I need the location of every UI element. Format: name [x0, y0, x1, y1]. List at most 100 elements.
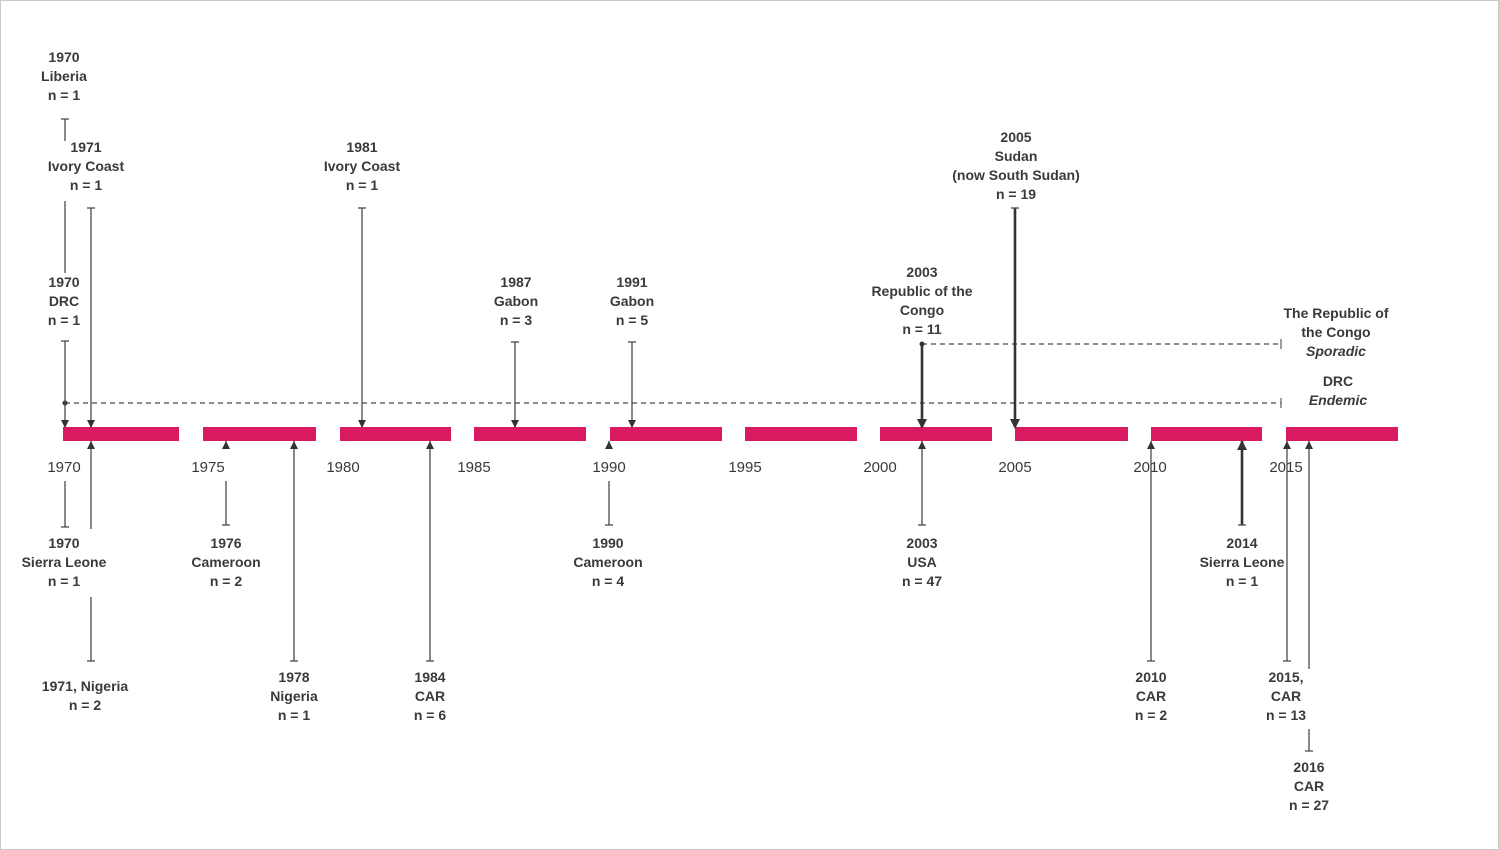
event-count: n = 1: [47, 312, 81, 328]
event-2016-car: 2016 CAR n = 27: [1289, 758, 1329, 815]
arrowhead-2003-usa: [918, 441, 926, 449]
event-count: n = 47: [901, 573, 943, 589]
arrowhead-2016: [1305, 441, 1313, 449]
event-1991-gabon: 1991 Gabon n = 5: [610, 273, 654, 330]
event-country: CAR: [1270, 688, 1302, 704]
arrowhead-1978: [290, 441, 298, 449]
connectors-lower: [61, 440, 1313, 752]
event-year-country: 1971, Nigeria: [41, 678, 129, 694]
event-country: Sierra Leone: [1199, 554, 1285, 570]
bar-segment-2005: [1015, 427, 1128, 441]
event-1970-drc: 1970 DRC n = 1: [48, 273, 80, 330]
event-count: n = 5: [615, 312, 649, 328]
event-2014-sierra-leone: 2014 Sierra Leone n = 1: [1200, 534, 1285, 591]
bar-segment-1980: [340, 427, 451, 441]
event-year: 2003: [906, 264, 938, 280]
arrowhead-1981: [358, 420, 366, 428]
event-2005-sudan: 2005 Sudan (now South Sudan) n = 19: [952, 128, 1080, 204]
event-year: 1970: [48, 535, 80, 551]
legend-drc-line1: DRC: [1322, 373, 1354, 389]
event-1970-sierra-leone: 1970 Sierra Leone n = 1: [22, 534, 107, 591]
arrowhead-1984: [426, 441, 434, 449]
event-year: 1978: [278, 669, 310, 685]
arrowhead-2003-roc: [917, 419, 927, 429]
arrowhead-2015: [1283, 441, 1291, 449]
event-country: Gabon: [493, 293, 539, 309]
event-country: Ivory Coast: [47, 158, 125, 174]
tick-label-2005: 2005: [998, 459, 1031, 476]
bar-segment-1970: [63, 427, 179, 441]
event-country: USA: [907, 554, 937, 570]
bar-segment-1985: [474, 427, 586, 441]
tick-label-1970: 1970: [47, 459, 80, 476]
bar-segment-1990: [610, 427, 722, 441]
event-count: n = 6: [413, 707, 447, 723]
tick-label-1995: 1995: [728, 459, 761, 476]
event-count: n = 1: [277, 707, 311, 723]
event-country: CAR: [414, 688, 446, 704]
tick-label-2000: 2000: [863, 459, 896, 476]
event-count: n = 11: [902, 321, 942, 337]
event-country: Sudan: [994, 148, 1038, 164]
arrowhead-1971-ivory-coast: [87, 420, 95, 428]
event-year: 1981: [346, 139, 378, 155]
event-country: Ivory Coast: [323, 158, 401, 174]
arrowhead-2010: [1147, 441, 1155, 449]
event-country-note: (now South Sudan): [952, 167, 1080, 183]
connectors-upper: [61, 118, 1020, 429]
arrowhead-1987: [511, 420, 519, 428]
event-country: Sierra Leone: [21, 554, 107, 570]
arrowhead-1990: [605, 441, 613, 449]
legend-drc-endemic: DRC Endemic: [1309, 372, 1367, 410]
event-count: n = 2: [209, 573, 243, 589]
arrowhead-1976: [222, 441, 230, 449]
event-country: Gabon: [609, 293, 655, 309]
event-count: n = 1: [345, 177, 379, 193]
event-year: 2015,: [1268, 669, 1304, 685]
tick-label-1985: 1985: [457, 459, 490, 476]
legend-roc-status: Sporadic: [1306, 343, 1366, 359]
event-year: 2010: [1135, 669, 1167, 685]
event-year: 1970: [48, 274, 80, 290]
tick-label-1975: 1975: [191, 459, 224, 476]
range-lines: [62, 339, 1282, 408]
bar-segment-2000: [880, 427, 992, 441]
event-1976-cameroon: 1976 Cameroon n = 2: [191, 534, 260, 591]
tick-label-1980: 1980: [326, 459, 359, 476]
event-year: 1987: [500, 274, 532, 290]
event-1981-ivory-coast: 1981 Ivory Coast n = 1: [324, 138, 400, 195]
legend-roc-line1: The Republic of: [1283, 305, 1389, 321]
event-1987-gabon: 1987 Gabon n = 3: [494, 273, 538, 330]
event-count: n = 19: [995, 186, 1037, 202]
tick-label-2010: 2010: [1133, 459, 1166, 476]
event-2003-usa: 2003 USA n = 47: [902, 534, 942, 591]
event-country-cont: Congo: [899, 302, 945, 318]
bar-segment-2010: [1151, 427, 1262, 441]
event-2015-car: 2015, CAR n = 13: [1266, 668, 1306, 725]
event-year: 1971: [70, 139, 102, 155]
event-1990-cameroon: 1990 Cameroon n = 4: [573, 534, 642, 591]
event-country: DRC: [48, 293, 80, 309]
bar-segment-1975: [203, 427, 316, 441]
bar-segment-2015: [1286, 427, 1398, 441]
event-country: CAR: [1135, 688, 1167, 704]
event-year: 1984: [414, 669, 446, 685]
legend-drc-status: Endemic: [1308, 392, 1368, 408]
arrowhead-1971-nigeria: [87, 441, 95, 449]
event-year: 2003: [906, 535, 938, 551]
event-year: 1970: [48, 49, 80, 65]
event-year: 2005: [1000, 129, 1032, 145]
arrowhead-1991: [628, 420, 636, 428]
event-country: Liberia: [41, 68, 87, 84]
legend-roc-sporadic: The Republic of the Congo Sporadic: [1284, 304, 1389, 361]
year-labels: 1970 1975 1980 1985 1990 1995 2000 2005 …: [47, 459, 1302, 476]
event-country: CAR: [1293, 778, 1325, 794]
bar-segment-1995: [745, 427, 857, 441]
event-count: n = 1: [47, 573, 81, 589]
event-1978-nigeria: 1978 Nigeria n = 1: [270, 668, 317, 725]
event-1970-liberia: 1970 Liberia n = 1: [41, 48, 87, 105]
event-country: Nigeria: [270, 688, 318, 704]
event-2003-republic-of-the-congo: 2003 Republic of the Congo n = 11: [871, 263, 972, 339]
